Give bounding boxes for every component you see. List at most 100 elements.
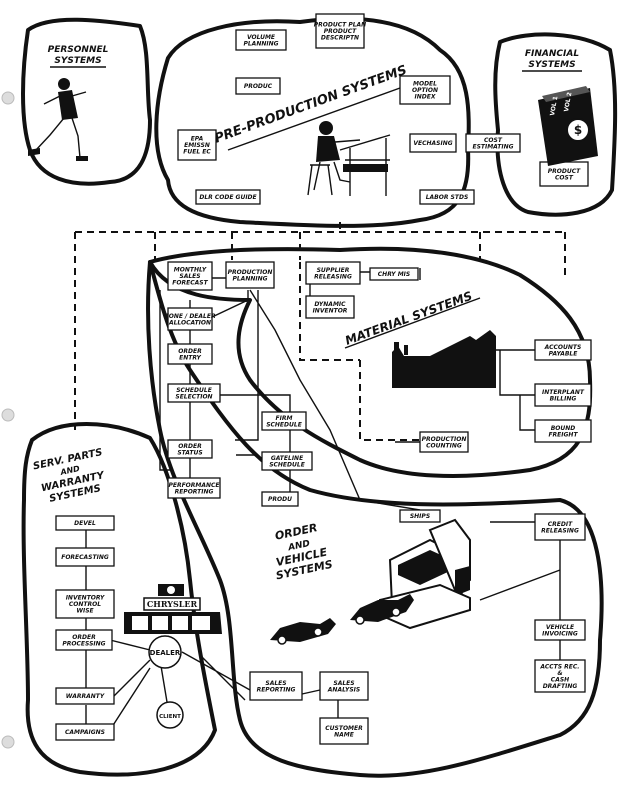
cost-estimating-label: ESTIMATING [472,143,513,150]
shipping-box: SHIPS [399,509,441,523]
production-counting-label: COUNTING [426,442,462,449]
sales-analysis-box-outline [319,671,369,701]
financial-title-line2: SYSTEMS [528,60,575,70]
preproduction-title: PRE-PRODUCTION SYSTEMS [213,63,409,147]
running-man-illustration [28,78,88,161]
credit-releasing-label: CREDIT [548,521,573,528]
car-illustration-left [270,618,336,645]
inventory-control-label: CONTROL [69,601,101,608]
inventory-control-box-outline [55,589,115,619]
produc-2-box: PRODU [261,491,299,507]
monthly-sales-forecast-label: FORECAST [172,280,208,287]
order-entry-box-outline [167,343,213,365]
chry-mis-label: CHRY MIS [378,271,410,278]
order-processing-label: PROCESSING [62,640,105,647]
cost-estimating-box-outline [465,133,521,153]
product-plan-label: DESCRIPTN [321,35,359,42]
order-status-label: ORDER [178,443,202,450]
dlr-code-guide-label: DLR CODE GUIDE [199,194,257,201]
cost-estimating-label: COST [484,137,503,144]
epa-emission-label: EMISSN [184,142,210,149]
accounts-payable-label: ACCOUNTS [544,344,582,351]
customer-name-label: NAME [334,731,355,738]
forecasting-box-outline [55,547,115,567]
dealer-node [148,635,182,669]
produc-label: PRODUC [244,83,273,90]
shipping-label: SHIPS [410,513,430,520]
vechasing-box-outline [409,133,457,153]
binder-hole-middle [1,408,15,422]
interplant-billing-label: INTERPLANT [542,389,585,396]
firm-schedule-box-outline [261,411,307,431]
product-plan-label: PRODUCT [324,28,357,35]
accts-rec-label: DRAFTING [543,683,578,690]
shipping-box-outline [399,509,441,523]
vechasing-box: VECHASING [409,133,457,153]
production-counting-box-outline [419,431,469,453]
ledger-books-illustration: $ VOL 1 VOL 2 [538,86,598,166]
order-processing-box-outline [55,629,113,651]
gateline-schedule-label: GATELINE [271,455,304,462]
interplant-billing-box-outline [534,383,592,407]
customer-name-label: CUSTOMER [325,725,363,732]
inbound-freight-box-outline [534,419,592,443]
order-entry-label: ENTRY [179,354,201,361]
accounts-payable-label: PAYABLE [549,350,579,357]
product-cost-label: COST [555,174,574,181]
service-title: SERV. PARTS AND WARRANTY SYSTEMS [32,447,107,505]
vehicle-invoicing-label: INVOICING [542,630,578,637]
material-region-outline [148,246,593,478]
sales-reporting-label: REPORTING [257,686,296,693]
dollar-icon [566,118,590,142]
draftsman-illustration [307,121,391,196]
product-cost-label: PRODUCT [548,168,581,175]
zone-dealer-allocation-box-outline [167,307,213,331]
inbound-freight-label: BOUND [551,425,576,432]
zone-dealer-allocation-label: ZONE / DEALER [163,313,216,320]
dealer-label: DEALER [150,649,181,657]
binder-hole-bottom [1,735,15,749]
epa-emission-label: FUEL EC [183,149,211,156]
financial-region-outline [493,32,618,217]
dealer-devel-box: DEVEL [55,515,115,531]
labor-stds-box: LABOR STDS [419,189,475,205]
production-planning-label: PRODUCTION [228,269,273,276]
campaigns-box: CAMPAIGNS [55,723,115,741]
model-option-index-box-outline [399,75,451,105]
accts-rec-label: CASH [551,676,569,683]
inbound-freight-label: FREIGHT [548,431,578,438]
forecasting-label: FORECASTING [61,554,109,561]
service-title-line2: AND [59,464,81,477]
supplier-releasing-box-outline [305,261,361,285]
vechasing-label: VECHASING [413,140,452,147]
volume-planning-label: VOLUME [247,34,276,41]
inventory-control-label: INVENTORY [66,595,105,602]
schedule-selection-label: SELECTION [175,393,212,400]
personnel-region-outline [21,17,152,186]
book-vol1-label: VOL 1 [549,96,559,117]
model-option-index-label: MODEL [413,81,437,88]
labor-stds-label: LABOR STDS [426,194,469,201]
performance-reporting-label: REPORTING [175,488,214,495]
epa-emission-label: EPA [191,136,204,143]
sales-reporting-label: SALES [265,680,286,687]
gateline-schedule-label: SCHEDULE [269,461,306,468]
personnel-title-line1: PERSONNEL [48,45,109,55]
order-status-label: STATUS [177,449,202,456]
order-entry-label: ORDER [178,348,202,355]
